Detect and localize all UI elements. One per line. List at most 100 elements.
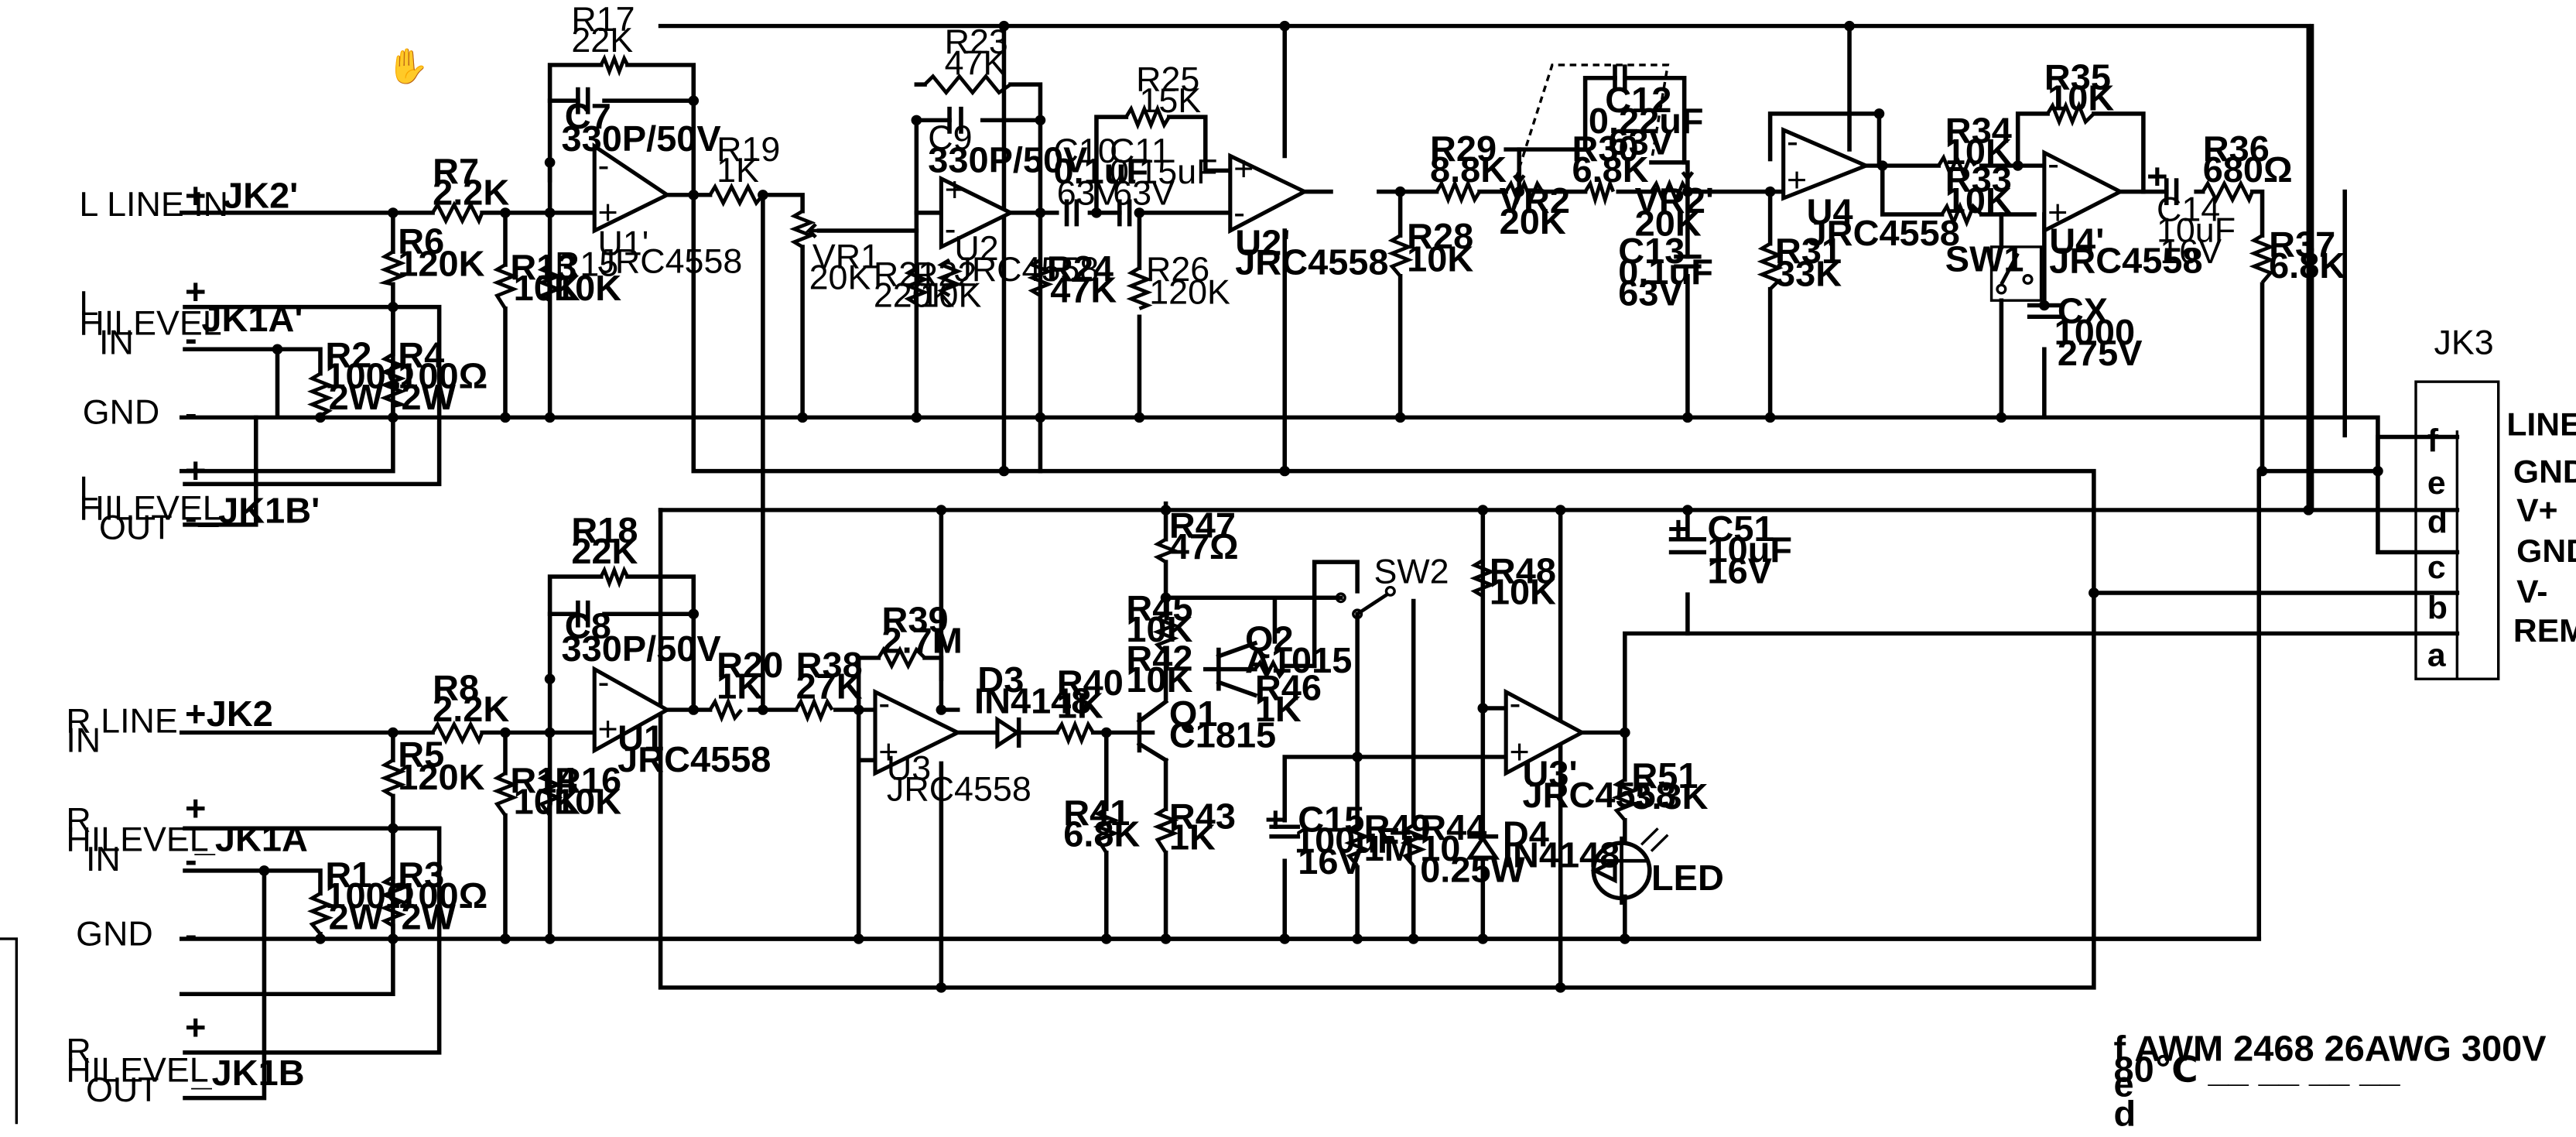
- vr1-value: 20K: [809, 259, 871, 297]
- sw2-label: SW2: [1374, 553, 1449, 591]
- l-hilevel-out-out: OUT: [99, 509, 173, 547]
- r30-label: R30: [1572, 128, 1639, 169]
- wire-note-line4: d: [2113, 1094, 2136, 1134]
- sw1-label: SW1: [1945, 239, 2024, 279]
- r33-value: 10K: [1945, 180, 2012, 221]
- svg-text:+: +: [1509, 734, 1529, 772]
- c13-value: 0.1uF: [1618, 252, 1713, 293]
- l-line-in-label: L LINE IN: [79, 186, 228, 224]
- r-line-in-in: IN: [66, 722, 101, 760]
- d3-label: D3: [977, 659, 1024, 700]
- r1-power: 2W: [329, 897, 383, 937]
- u1p-label: U1': [597, 225, 648, 263]
- jk1bp-label: _JK1B': [197, 491, 320, 531]
- vr2p-value: 20K: [1635, 204, 1702, 244]
- r22-label: R22: [913, 256, 977, 294]
- r31-value: 33K: [1775, 254, 1842, 294]
- jk3-pin-f-label: LINE OUT: [2506, 406, 2576, 443]
- svg-text:+: +: [2047, 194, 2068, 232]
- r23-value: 47K: [945, 45, 1007, 83]
- r21-value: 220K: [874, 277, 955, 315]
- r-hilevel-out-out: OUT: [86, 1071, 159, 1109]
- wire-note-line2: 80℃ __ __ __ __: [2113, 1050, 2400, 1090]
- c9-value: 330P/50V: [928, 140, 1087, 180]
- cx-voltage: 275V: [2058, 334, 2143, 374]
- vr1-label: VR1: [812, 238, 880, 276]
- r6-value: 120K: [398, 244, 485, 284]
- jk3-pin-c: c: [2427, 549, 2446, 585]
- c14-voltage: 16V: [2160, 233, 2222, 271]
- r34-label: R34: [1945, 111, 2012, 151]
- c9-label: C9: [928, 119, 972, 157]
- r45-label: R45: [1126, 588, 1192, 628]
- c15-label: C15: [1298, 800, 1364, 840]
- jk3-pin-a: a: [2427, 637, 2446, 673]
- svg-text:+: +: [185, 1007, 206, 1047]
- r43-value: 1K: [1169, 817, 1216, 858]
- led-label: LED: [1651, 858, 1724, 898]
- r16-value: 10K: [555, 782, 621, 822]
- svg-text:+: +: [2147, 156, 2167, 197]
- c11-voltage: 63V: [1113, 175, 1175, 213]
- c14-value: 10uF: [2157, 212, 2236, 250]
- jk3-pin-d: d: [2427, 504, 2448, 540]
- r24-label: R24: [1047, 248, 1114, 289]
- svg-text:-: -: [185, 497, 197, 537]
- u4-label: U4: [1807, 192, 1853, 232]
- u1-value: JRC4558: [617, 739, 771, 779]
- jk3-pin-c-label: V-: [2516, 574, 2547, 610]
- r7-label: R7: [433, 151, 479, 191]
- svg-text:-: -: [185, 393, 197, 433]
- r35-value: 10K: [2047, 78, 2114, 118]
- r38-value: 27K: [796, 666, 863, 707]
- r4-value: 100Ω: [398, 356, 487, 396]
- r17-label: R17: [571, 1, 635, 39]
- r48-label: R48: [1490, 551, 1556, 591]
- q2-label: Q2: [1245, 619, 1294, 659]
- r24-value: 47K: [1050, 270, 1117, 310]
- opamp-symbols: -+ +- +- -+ -+ -+ -+ -+: [592, 123, 2125, 777]
- vr2p-label: VR2': [1635, 180, 1714, 221]
- r46-label: R46: [1255, 668, 1322, 708]
- d3-value: IN4148: [974, 681, 1091, 721]
- r15-label: R15: [555, 246, 618, 284]
- r17-value: 22K: [571, 22, 633, 60]
- r6-label: R6: [398, 221, 444, 262]
- c10-label: C10: [1053, 132, 1117, 170]
- c12-value: 0.22uF: [1589, 101, 1704, 141]
- r-hilevel-out-r: R: [66, 1033, 91, 1070]
- svg-text:+: +: [1233, 150, 1254, 188]
- r29-label: R29: [1430, 128, 1497, 169]
- l-hilevel-out-l: L: [79, 471, 98, 509]
- c14-label: C14: [2157, 191, 2220, 229]
- r13-value: 10K: [514, 269, 580, 309]
- r48-value: 10K: [1490, 572, 1556, 612]
- r44-value: 10: [1420, 829, 1460, 869]
- r-hilevel-in-hilevel: HILEVEL: [66, 821, 208, 859]
- gnd-top-label: GND: [83, 394, 160, 432]
- r44-label: R44: [1420, 807, 1486, 848]
- q1-label: Q1: [1169, 694, 1218, 734]
- r2-value: 100Ω: [325, 356, 415, 396]
- semiconductor-symbols: [995, 245, 2043, 905]
- r40-value: 1K: [1057, 686, 1103, 726]
- r13-label: R13: [510, 247, 576, 287]
- r41-value: 6.8K: [1063, 814, 1141, 854]
- r37-label: R37: [2269, 224, 2335, 265]
- svg-text:+: +: [185, 450, 206, 491]
- r26-label: R26: [1146, 251, 1209, 289]
- u4-value: JRC4558: [1807, 213, 1960, 253]
- c10-value: 0.1uF: [1053, 151, 1148, 191]
- r36-label: R36: [2203, 128, 2270, 169]
- r19-label: R19: [717, 131, 780, 169]
- page-frame-fragment: [0, 937, 19, 1125]
- u1p-value: JRC4558: [597, 243, 742, 281]
- c8-value: 330P/50V: [562, 628, 721, 669]
- r38-label: R38: [796, 645, 863, 685]
- u3p-value: JRC4558: [1523, 775, 1676, 815]
- svg-text:+: +: [185, 272, 206, 312]
- r3-label: R3: [398, 854, 444, 895]
- u4p-label: U4': [2049, 221, 2104, 262]
- r31-label: R31: [1775, 231, 1842, 271]
- r14-label: R14: [510, 760, 576, 800]
